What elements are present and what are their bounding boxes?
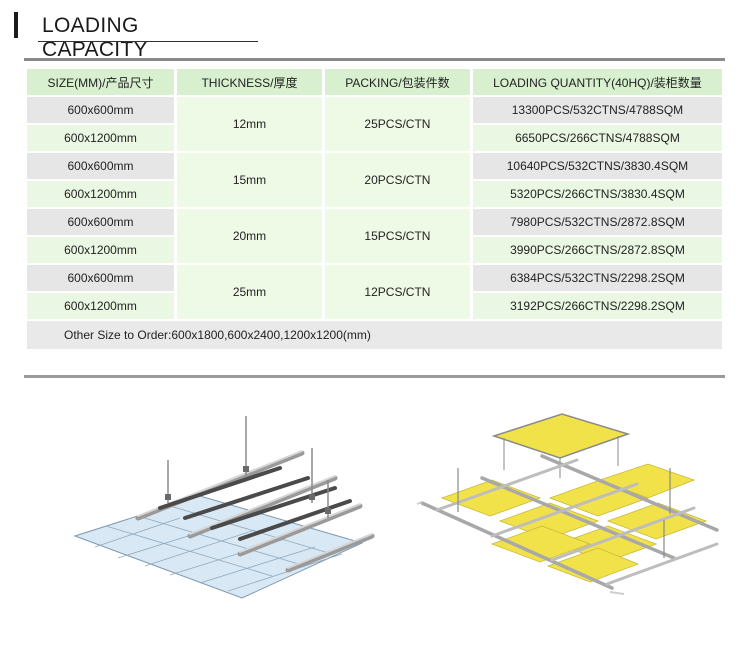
section-heading: LOADING CAPACITY — [14, 10, 258, 61]
header-thickness: THICKNESS/厚度 — [176, 69, 322, 95]
table-row: 600x1200mm 3192PCS/266CTNS/2298.2SQM — [27, 293, 722, 319]
quantity-cell: 13300PCS/532CTNS/4788SQM — [472, 97, 722, 123]
lifted-tile — [491, 413, 631, 459]
packing-cell: 20PCS/CTN — [324, 153, 470, 207]
table-row: 600x600mm 20mm 15PCS/CTN 7980PCS/532CTNS… — [27, 209, 722, 263]
heading-accent-bar — [14, 12, 18, 38]
size-cell: 600x1200mm — [27, 237, 174, 263]
size-cell: 600x1200mm — [27, 181, 174, 207]
t-grid-hangers — [457, 468, 671, 558]
table-row: 600x1200mm 3990PCS/266CTNS/2872.8SQM — [27, 237, 722, 263]
table-bottom-rule — [24, 375, 725, 378]
size-cell: 600x600mm — [27, 265, 174, 291]
size-cell: 600x600mm — [27, 209, 174, 235]
packing-cell: 15PCS/CTN — [324, 209, 470, 263]
installed-tiles — [440, 463, 708, 583]
other-size-note: Other Size to Order:600x1800,600x2400,12… — [27, 321, 722, 349]
quantity-cell: 6384PCS/532CTNS/2298.2SQM — [472, 265, 722, 291]
quantity-cell: 3192PCS/266CTNS/2298.2SQM — [472, 293, 722, 319]
t-grid-cross-tees — [435, 458, 719, 586]
thickness-cell: 25mm — [176, 265, 322, 319]
hanger-clips — [165, 466, 331, 514]
quantity-cell: 7980PCS/532CTNS/2872.8SQM — [472, 209, 722, 235]
quantity-cell: 10640PCS/532CTNS/3830.4SQM — [472, 153, 722, 179]
table-row: 600x1200mm 5320PCS/266CTNS/3830.4SQM — [27, 181, 722, 207]
table-footer-row: Other Size to Order:600x1800,600x2400,12… — [27, 321, 722, 349]
wall-angles — [416, 501, 625, 595]
table-header-row: SIZE(MM)/产品尺寸 THICKNESS/厚度 PACKING/包装件数 … — [27, 69, 722, 95]
table-row: 600x1200mm 6650PCS/266CTNS/4788SQM — [27, 125, 722, 151]
blue-ceiling-illustration — [73, 416, 375, 599]
quantity-cell: 6650PCS/266CTNS/4788SQM — [472, 125, 722, 151]
table-row: 600x600mm 25mm 12PCS/CTN 6384PCS/532CTNS… — [27, 265, 722, 319]
header-loading-quantity: LOADING QUANTITY(40HQ)/装柜数量 — [472, 69, 722, 95]
header-size: SIZE(MM)/产品尺寸 — [27, 69, 174, 95]
table-top-rule — [24, 58, 725, 61]
quantity-cell: 5320PCS/266CTNS/3830.4SQM — [472, 181, 722, 207]
yellow-ceiling-illustration — [416, 413, 719, 595]
size-cell: 600x1200mm — [27, 125, 174, 151]
table-row: 600x600mm 12mm 25PCS/CTN 13300PCS/532CTN… — [27, 97, 722, 151]
thickness-cell: 15mm — [176, 153, 322, 207]
size-cell: 600x600mm — [27, 153, 174, 179]
heading-underline — [38, 41, 258, 42]
panel-joints — [94, 505, 343, 592]
packing-cell: 25PCS/CTN — [324, 97, 470, 151]
thickness-cell: 12mm — [176, 97, 322, 151]
thickness-cell: 20mm — [176, 209, 322, 263]
loading-capacity-table: SIZE(MM)/产品尺寸 THICKNESS/厚度 PACKING/包装件数 … — [24, 67, 725, 351]
size-cell: 600x1200mm — [27, 293, 174, 319]
header-packing: PACKING/包装件数 — [324, 69, 470, 95]
quantity-cell: 3990PCS/266CTNS/2872.8SQM — [472, 237, 722, 263]
lifted-tile-wires — [503, 436, 619, 478]
packing-cell: 12PCS/CTN — [324, 265, 470, 319]
table-row: 600x600mm 15mm 20PCS/CTN 10640PCS/532CTN… — [27, 153, 722, 207]
size-cell: 600x600mm — [27, 97, 174, 123]
t-grid-main-runners — [420, 454, 719, 590]
section-title: LOADING CAPACITY — [42, 14, 148, 61]
